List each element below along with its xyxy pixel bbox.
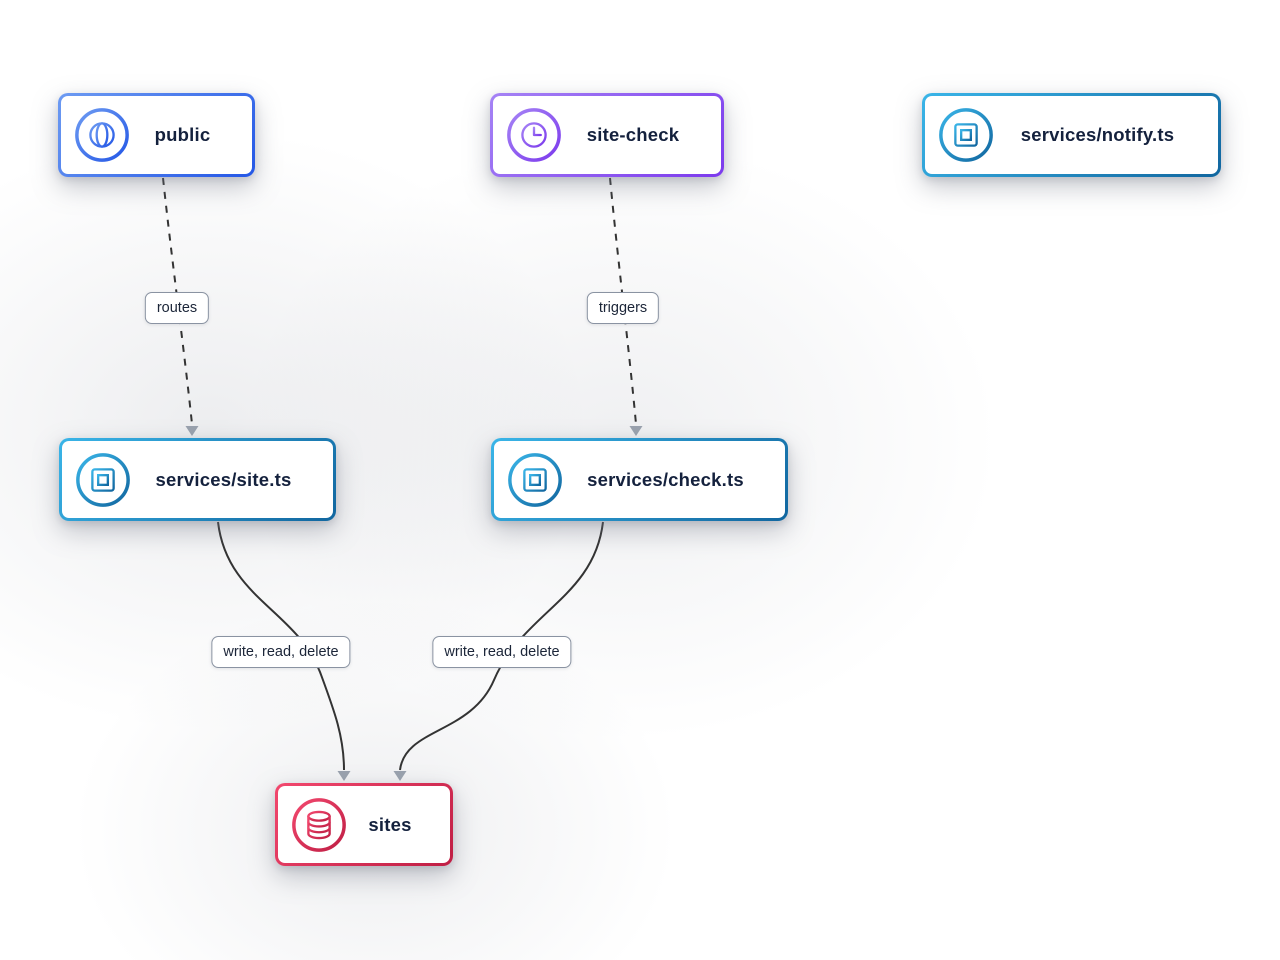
node-sites-body: sites xyxy=(278,786,450,863)
node-services-notify-body: services/notify.ts xyxy=(925,96,1218,174)
arrowhead-icon xyxy=(629,426,643,436)
node-services-site[interactable]: services/site.ts xyxy=(59,438,336,521)
edge-label-write-read-delete: write, read, delete xyxy=(432,636,572,668)
globe-icon xyxy=(75,108,129,162)
node-services-notify[interactable]: services/notify.ts xyxy=(922,93,1221,177)
node-site-check[interactable]: site-check xyxy=(490,93,724,177)
database-icon xyxy=(292,797,346,852)
chip-icon xyxy=(76,452,130,507)
edge-label-routes: routes xyxy=(144,292,210,324)
chip-icon xyxy=(508,452,562,507)
clock-icon xyxy=(507,108,561,162)
node-label: services/site.ts xyxy=(155,468,292,490)
edge-label-triggers: triggers xyxy=(586,292,660,324)
node-public-body: public xyxy=(61,96,252,174)
node-sites[interactable]: sites xyxy=(275,783,453,866)
node-services-check[interactable]: services/check.ts xyxy=(491,438,788,521)
node-label: public xyxy=(154,124,211,145)
node-public[interactable]: public xyxy=(58,93,255,177)
edge-label-write-read-delete: write, read, delete xyxy=(211,636,351,668)
node-label: site-check xyxy=(586,124,680,145)
node-label: sites xyxy=(368,813,412,835)
arrowhead-icon xyxy=(337,771,351,781)
node-services-site-body: services/site.ts xyxy=(62,441,333,518)
arrowhead-icon xyxy=(185,426,199,436)
chip-icon xyxy=(939,108,993,162)
arrowhead-icon xyxy=(393,771,407,781)
node-site-check-body: site-check xyxy=(493,96,721,174)
node-label: services/notify.ts xyxy=(1020,124,1175,145)
node-label: services/check.ts xyxy=(587,468,744,490)
node-services-check-body: services/check.ts xyxy=(494,441,785,518)
